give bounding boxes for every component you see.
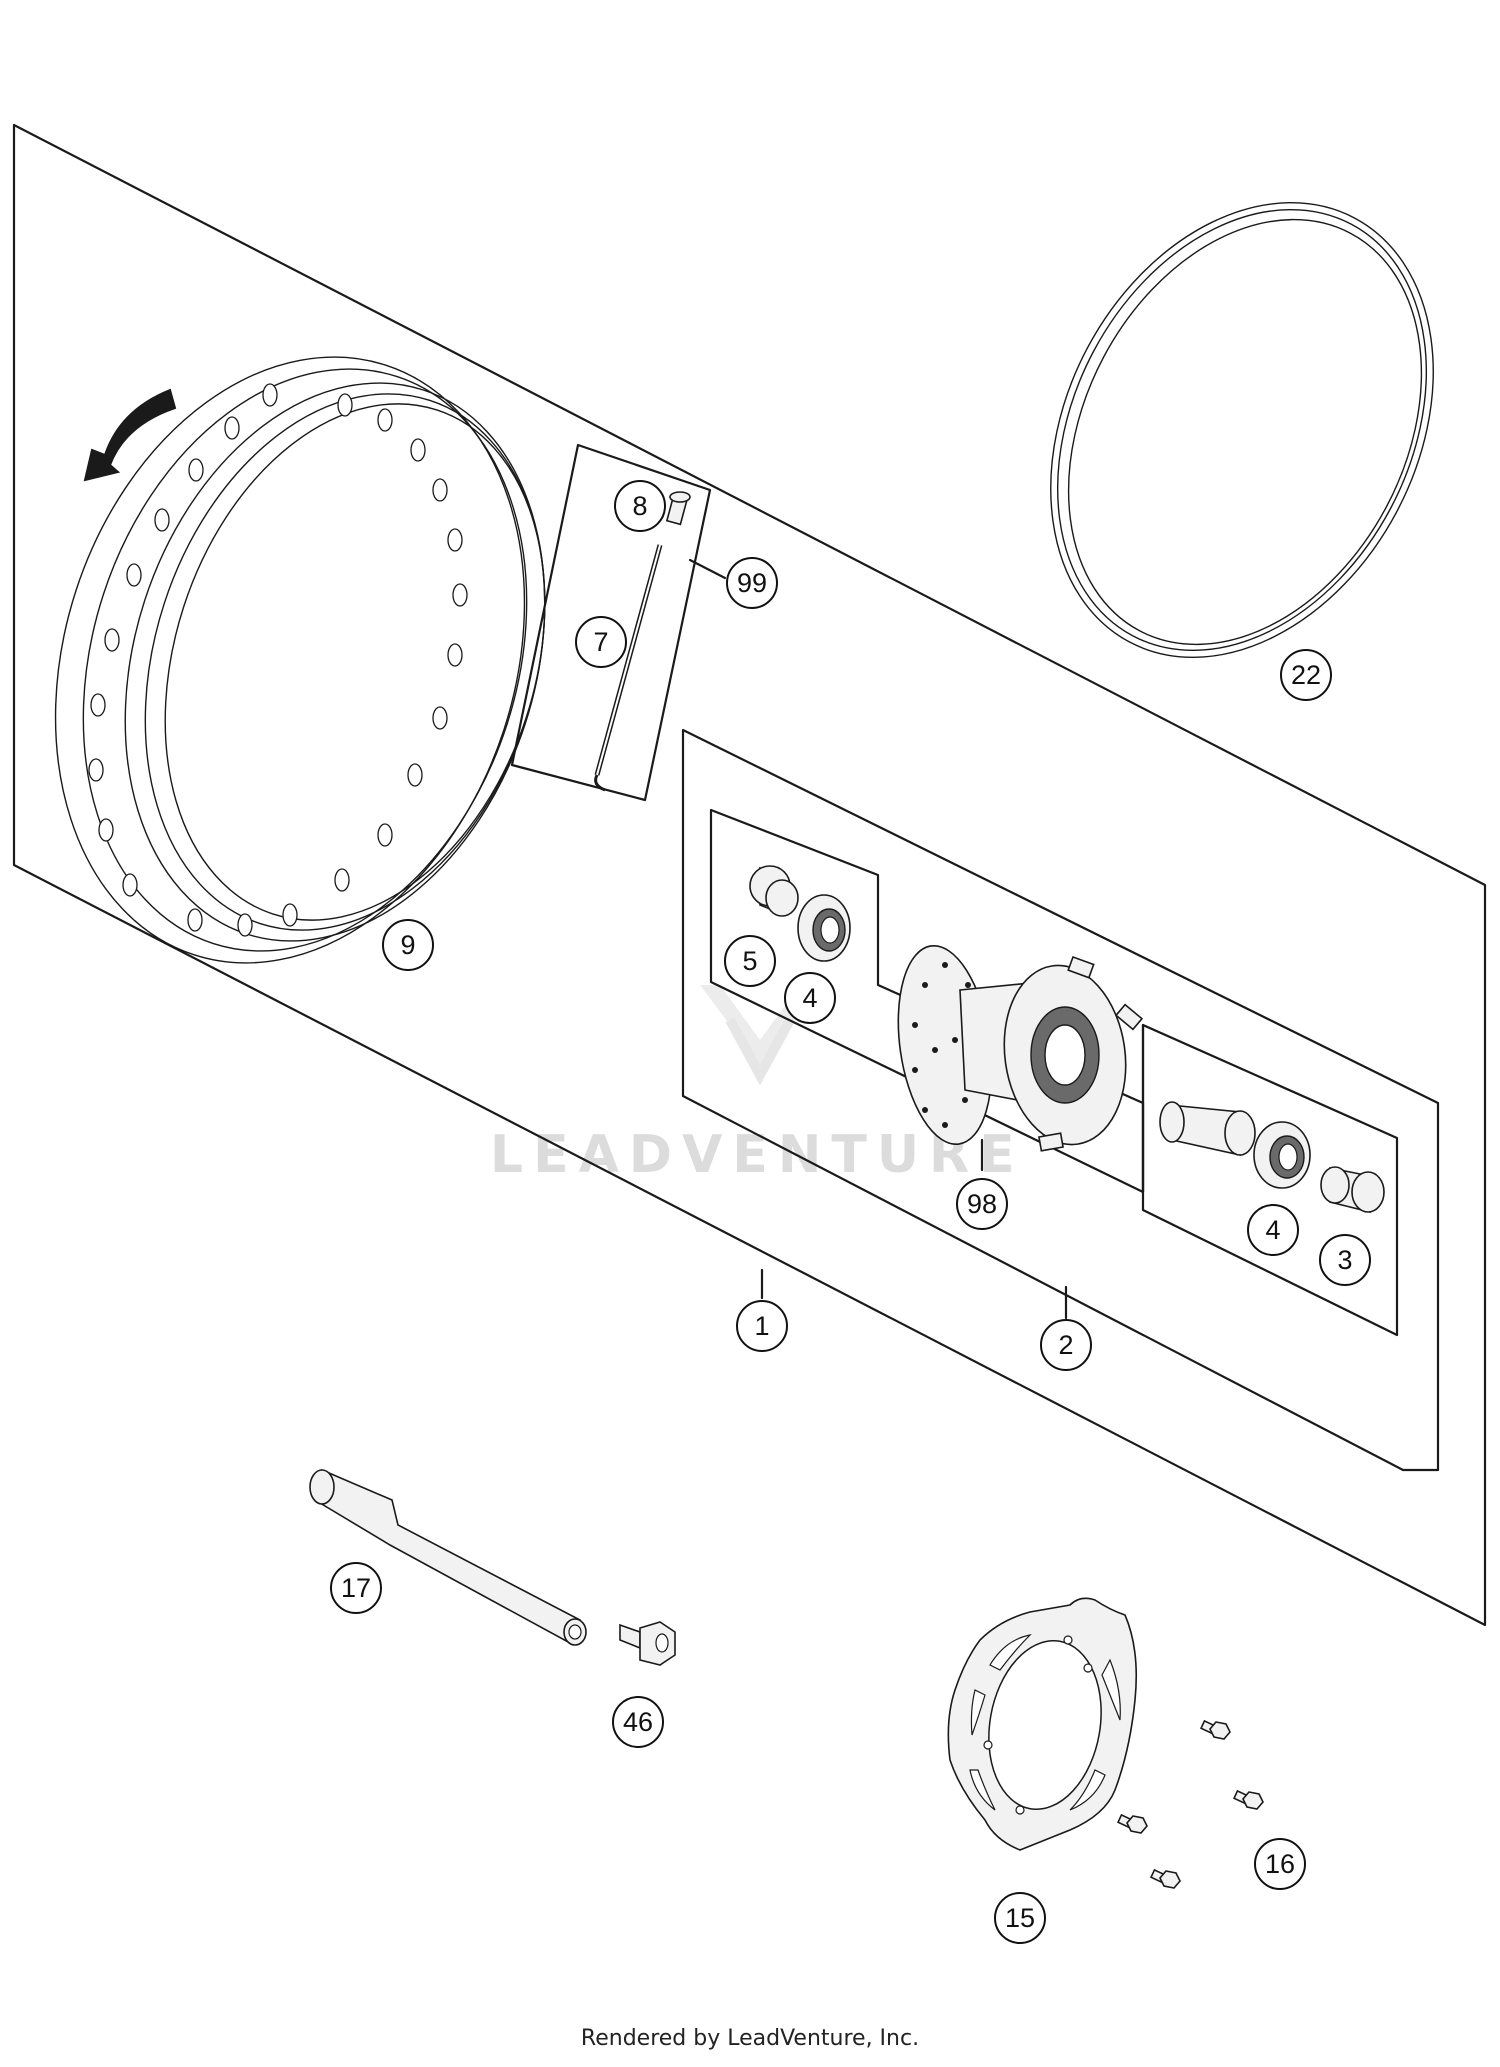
svg-text:46: 46 bbox=[623, 1707, 653, 1737]
rim-tape-part bbox=[1050, 202, 1434, 658]
footer-credit: Rendered by LeadVenture, Inc. bbox=[580, 2026, 920, 2051]
hub-assembly-box bbox=[681, 728, 1440, 1472]
svg-text:98: 98 bbox=[967, 1189, 997, 1219]
hub-part bbox=[897, 944, 1144, 1152]
svg-text:5: 5 bbox=[742, 946, 757, 976]
callout-46: 46 bbox=[612, 1696, 664, 1748]
svg-text:15: 15 bbox=[1005, 1903, 1035, 1933]
callout-16: 16 bbox=[1254, 1838, 1306, 1890]
bearing-part-4-left bbox=[797, 894, 851, 962]
svg-text:7: 7 bbox=[593, 627, 608, 657]
rim-part bbox=[54, 356, 546, 964]
spoke-part bbox=[594, 544, 663, 792]
callout-9: 9 bbox=[382, 919, 434, 971]
spoke-nipple-part bbox=[665, 491, 691, 526]
callout-3: 3 bbox=[1319, 1234, 1371, 1286]
svg-text:99: 99 bbox=[737, 568, 767, 598]
callout-4-right: 4 bbox=[1247, 1204, 1299, 1256]
spacer-part-3 bbox=[1320, 1166, 1385, 1214]
rotation-arrow-icon bbox=[83, 388, 177, 482]
svg-text:16: 16 bbox=[1265, 1849, 1295, 1879]
svg-text:8: 8 bbox=[632, 491, 647, 521]
svg-text:3: 3 bbox=[1337, 1245, 1352, 1275]
bearing-part-4-right bbox=[1253, 1121, 1311, 1189]
svg-text:1: 1 bbox=[754, 1311, 769, 1341]
callout-22: 22 bbox=[1280, 649, 1332, 701]
axle-nut-part bbox=[619, 1621, 676, 1666]
callout-99: 99 bbox=[726, 557, 778, 609]
axle-part bbox=[309, 1468, 587, 1646]
callout-2: 2 bbox=[1040, 1319, 1092, 1371]
svg-text:17: 17 bbox=[341, 1573, 371, 1603]
callout-5: 5 bbox=[724, 935, 776, 987]
leader-lines bbox=[688, 558, 1068, 1320]
spoke-kit-box bbox=[510, 443, 712, 802]
assembly-panel bbox=[12, 123, 1487, 1627]
callout-7: 7 bbox=[575, 616, 627, 668]
callout-98: 98 bbox=[956, 1178, 1008, 1230]
callout-17: 17 bbox=[330, 1562, 382, 1614]
disc-bolts-part bbox=[1116, 1719, 1264, 1889]
svg-text:22: 22 bbox=[1291, 660, 1321, 690]
svg-text:4: 4 bbox=[802, 983, 817, 1013]
svg-text:4: 4 bbox=[1265, 1215, 1280, 1245]
svg-text:9: 9 bbox=[400, 930, 415, 960]
spacer-part-5 bbox=[749, 865, 799, 917]
callout-15: 15 bbox=[994, 1892, 1046, 1944]
callout-1: 1 bbox=[736, 1300, 788, 1352]
callout-8: 8 bbox=[614, 480, 666, 532]
spacer-tube-part bbox=[1159, 1101, 1256, 1156]
svg-text:2: 2 bbox=[1058, 1330, 1073, 1360]
callout-4-left: 4 bbox=[784, 972, 836, 1024]
brake-disc-part bbox=[947, 1597, 1137, 1851]
